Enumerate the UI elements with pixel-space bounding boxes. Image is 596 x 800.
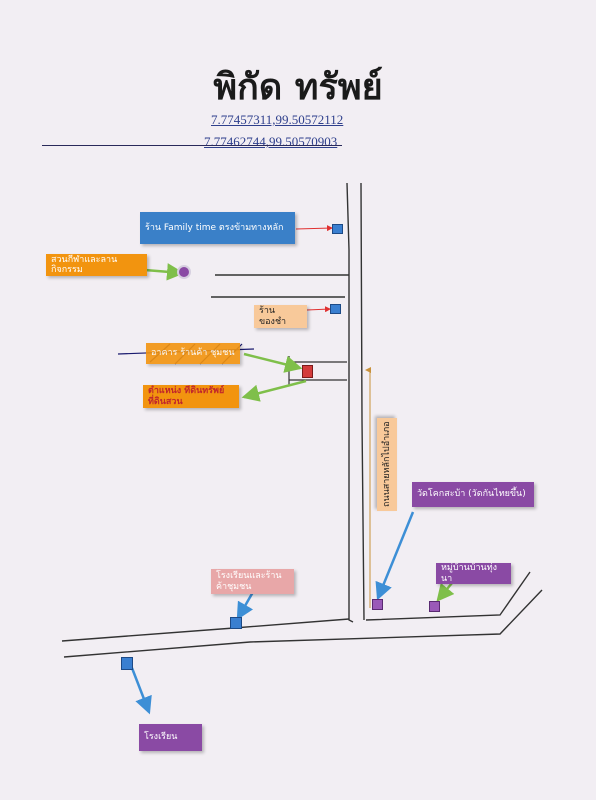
shop-leader <box>306 306 331 313</box>
sports-park-leader <box>144 263 185 281</box>
label-village[interactable]: หมู่บ้านบ้านทุ่งนา <box>436 563 511 584</box>
school-marker[interactable] <box>121 657 133 670</box>
property-marker[interactable] <box>302 365 313 378</box>
family-time-marker[interactable] <box>332 224 343 234</box>
label-temple[interactable]: วัดโคกสะบ้า (วัดกันไทยขึ้น) <box>412 482 534 507</box>
label-school[interactable]: โรงเรียน <box>139 724 202 751</box>
label-shop[interactable]: ร้านของชำ <box>254 305 307 328</box>
village-leader <box>436 582 455 602</box>
shop-marker[interactable] <box>330 304 341 314</box>
small-lane <box>288 356 347 386</box>
coordinate-1[interactable]: 7.77457311,99.50572112 <box>211 112 344 127</box>
sports-park-marker[interactable] <box>177 265 191 279</box>
family-time-leader <box>295 225 333 232</box>
community-store-marker[interactable] <box>230 617 242 629</box>
village-marker[interactable] <box>429 601 440 612</box>
page-title: พิกัด ทรัพย์ <box>213 66 383 108</box>
label-crossed-out[interactable]: อาคาร ร้านค้า ชุมชน <box>146 343 240 364</box>
temple-marker[interactable] <box>372 599 383 610</box>
label-community-store[interactable]: โรงเรียนและร้านค้าชุมชน <box>211 569 294 594</box>
label-sports-park[interactable]: สวนกีฬาและลานกิจกรรม <box>46 254 147 276</box>
crossed-label-leader <box>243 352 303 373</box>
school-leader <box>130 667 152 715</box>
bottom-road <box>61 571 543 658</box>
label-property[interactable]: ตำแหน่ง ที่ดินทรัพย์ ที่ดินสวน <box>143 385 239 408</box>
community-store-leader <box>236 591 255 621</box>
main-road-vertical <box>346 182 365 623</box>
label-family-time[interactable]: ร้าน Family time ตรงข้ามทางหลัก <box>140 212 295 244</box>
property-leader <box>241 379 307 402</box>
temple-leader <box>375 511 415 601</box>
header-rule <box>42 145 342 146</box>
label-main-road[interactable]: ถนนสายหลักไปอำเภอ <box>377 418 397 511</box>
side-road-upper <box>211 274 349 298</box>
